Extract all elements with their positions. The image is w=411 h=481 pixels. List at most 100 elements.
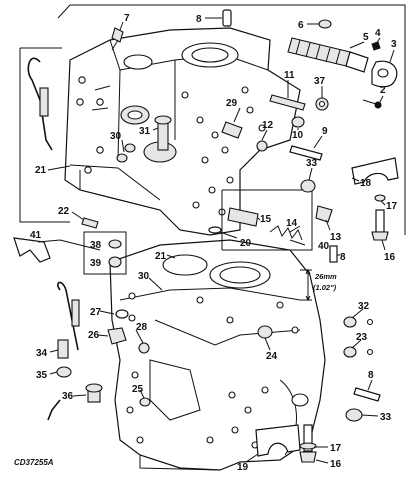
callout-40: 40 [318,241,330,252]
callout-16-top: 16 [384,252,396,263]
callout-35: 35 [36,370,48,381]
lower-transmission-housing [109,239,326,471]
part-23-screw [343,346,374,358]
callout-41: 41 [30,230,42,241]
part-upper-tube [27,57,53,151]
valve-bore-panel [221,189,313,251]
part-32-screw [343,316,374,328]
part-13-plug [315,205,333,223]
part-29-bolt [221,121,243,139]
callout-24: 24 [266,351,278,362]
callout-8-low: 8 [368,370,374,381]
part-8-lower-pin [353,387,381,402]
part-lower-tube [47,281,80,421]
part-16-17-lower-bolt [299,424,317,463]
leader-lines [37,17,395,464]
callout-27: 27 [90,307,102,318]
part-34-fitting [57,339,69,359]
callout-8-mid: 8 [340,252,346,263]
dimension-inch-label: (1.02") [313,283,337,292]
callout-numbers: 7 8 6 4 5 3 2 37 11 10 9 33 12 29 31 30 … [30,13,398,473]
callout-22: 22 [58,206,70,217]
callout-4: 4 [375,28,381,39]
part-3-cover [371,60,398,88]
frame-outline [19,4,406,235]
callout-38: 38 [90,240,102,251]
callout-30-mid: 30 [138,271,150,282]
part-28-plug [138,342,150,354]
part-6-nut [318,19,332,29]
upper-transmission-housing [64,27,301,236]
part-18-bearing-cap [351,157,399,185]
part-8-mid-pin [329,245,338,263]
callout-33-low: 33 [380,412,392,423]
part-22-screw [81,217,99,229]
part-33-lower-bushing [345,408,363,422]
part-38-39-box [83,231,127,275]
part-10-bushing [291,116,305,128]
callout-17-top: 17 [386,201,398,212]
callout-15: 15 [260,214,272,225]
callout-2: 2 [380,85,386,96]
part-26-elbow [107,327,127,345]
dimension-mm-label: 26mm [314,272,337,281]
callout-29: 29 [226,98,238,109]
callout-19: 19 [237,462,249,473]
part-25-plug [139,397,151,407]
part-9-pin [289,145,323,161]
callout-17-low: 17 [330,443,342,454]
callout-39: 39 [90,258,102,269]
callout-8-top: 8 [196,14,202,25]
callout-14: 14 [286,218,298,229]
callout-16-low: 16 [330,459,342,470]
callout-37: 37 [314,76,326,87]
part-4-nut [371,41,381,51]
part-37-nut [315,97,329,111]
callout-26: 26 [88,330,100,341]
callout-12: 12 [262,120,274,131]
callout-20: 20 [240,238,252,249]
callout-31: 31 [139,126,151,137]
part-7-screw [111,27,124,51]
part-11-stud [269,94,306,111]
callout-21-mid: 21 [155,251,167,262]
part-35-nut [56,366,72,378]
callout-5: 5 [363,32,369,43]
part-14-spring [269,225,303,241]
part-19-lower-bearing-cap [255,424,301,457]
callout-9: 9 [322,126,328,137]
figure-reference: CD37255A [14,458,54,467]
part-17-washer [374,194,386,202]
callout-21-top: 21 [35,165,47,176]
callout-33-top: 33 [306,158,318,169]
callout-10: 10 [292,130,304,141]
callout-32: 32 [358,301,370,312]
part-15-valve-body [227,207,259,227]
callout-18: 18 [360,178,372,189]
part-31-valve [154,115,172,151]
part-24-plug [257,325,273,339]
callout-36: 36 [62,391,74,402]
part-27-seal [115,309,129,319]
part-5-valve-spool [287,37,369,73]
part-12-fitting [256,140,268,152]
callout-6: 6 [298,20,304,31]
part-16-bolt [371,209,389,241]
callout-11: 11 [284,70,295,81]
callout-34: 34 [36,348,48,359]
callout-25: 25 [132,384,144,395]
callout-28: 28 [136,322,148,333]
callout-13: 13 [330,232,342,243]
callout-23: 23 [356,332,368,343]
callout-3: 3 [391,39,397,50]
part-33-upper-bushing [300,179,316,193]
part-30-upper-plug [116,143,136,163]
part-20-seal [208,226,222,234]
part-41-clip [13,237,51,263]
part-8-dowel [222,9,232,27]
callout-30-top: 30 [110,131,122,142]
callout-7: 7 [124,13,130,24]
part-2-screw [362,99,382,109]
part-36-fitting [85,383,103,403]
